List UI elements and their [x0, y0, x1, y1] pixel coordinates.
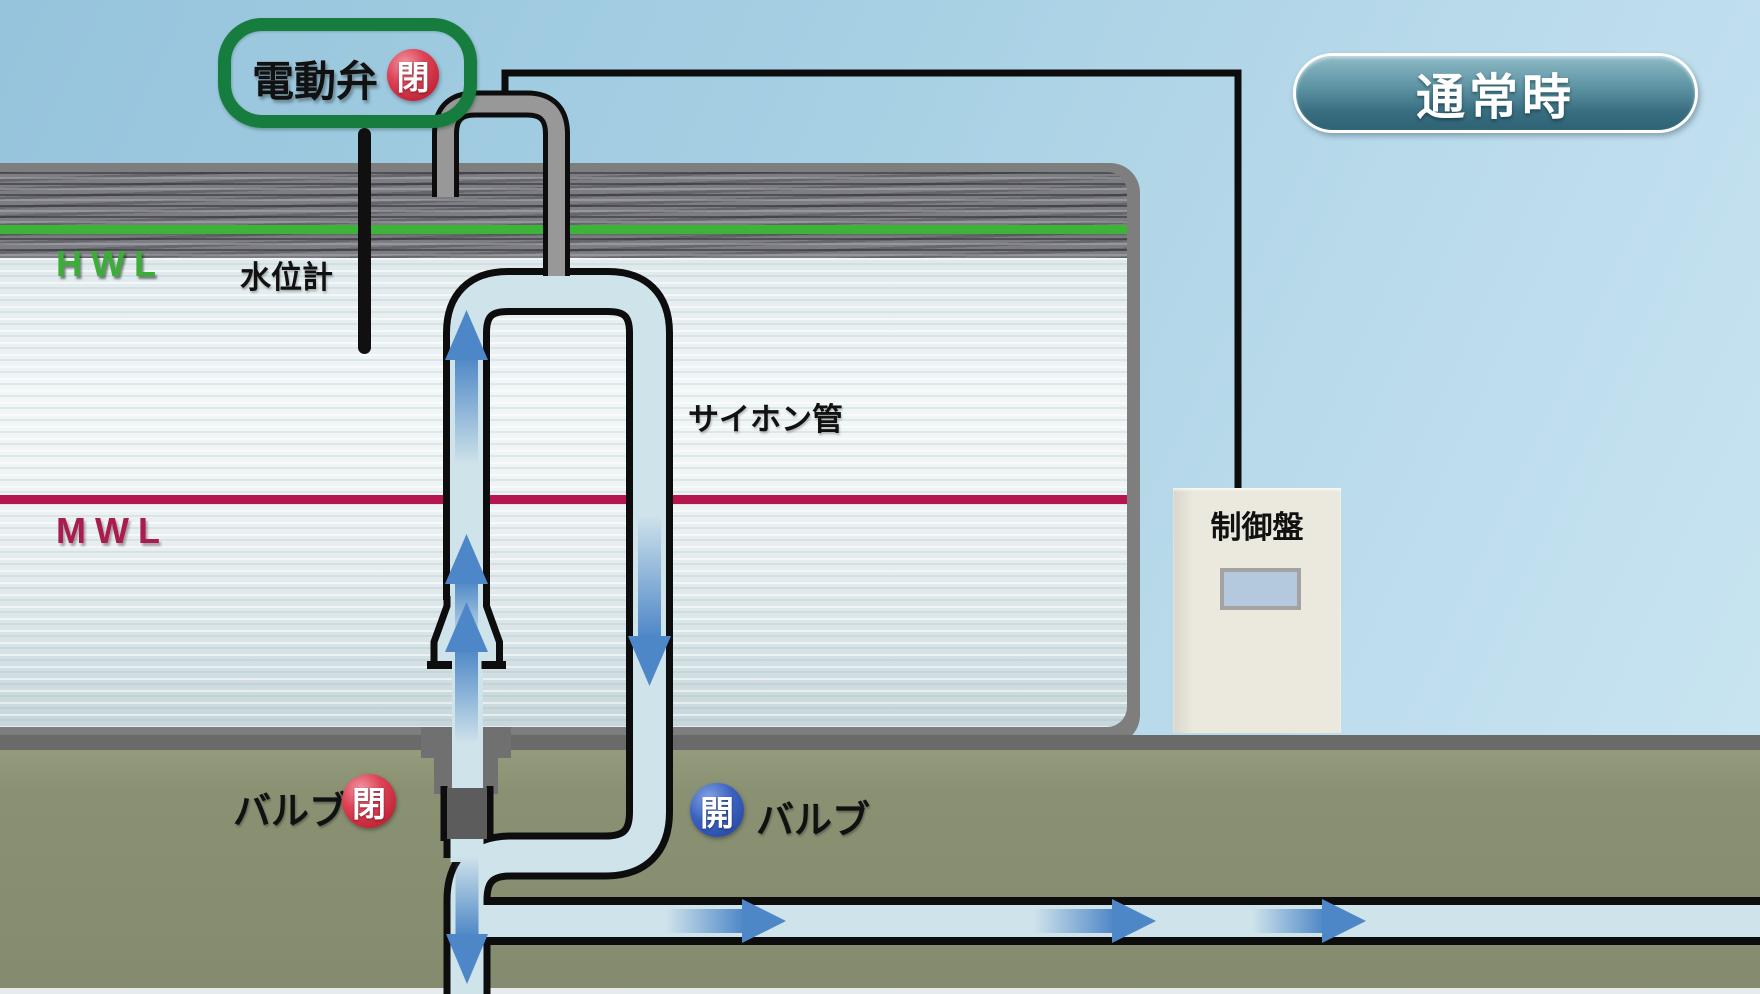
tank-interior [0, 172, 1127, 727]
control-panel-display [1220, 568, 1301, 610]
right-valve-label: バルブ [756, 800, 871, 842]
control-panel-title: 制御盤 [1210, 510, 1304, 545]
hwl-label: HWL [56, 243, 165, 284]
siphon-pipe-label: サイホン管 [688, 402, 843, 437]
flow-arrows [445, 310, 1366, 984]
flow-arrow-down-drain [446, 856, 488, 984]
image-bottom-strip [0, 988, 1760, 994]
flow-arrow-right-2 [1034, 899, 1156, 943]
flow-arrow-up-1 [445, 310, 488, 465]
mwl-line [0, 495, 1127, 504]
flow-arrow-right-3 [1252, 899, 1366, 943]
ground [0, 750, 1760, 988]
motor-valve-callout-box [218, 18, 477, 128]
flow-arrow-right-1 [666, 899, 786, 943]
left-valve-label: バルブ [233, 791, 348, 833]
control-panel: 制御盤 [1173, 488, 1341, 733]
air-vent-pipe [432, 90, 570, 276]
motor-valve-label: 電動弁 [252, 58, 379, 105]
left-valve-closed-badge: 閉 [342, 774, 396, 828]
tank-water [0, 258, 1127, 727]
motor-valve-closed-badge: 閉 [387, 49, 439, 101]
left-valve-body-closed [440, 786, 494, 841]
control-wire [501, 69, 1242, 490]
flow-arrow-down-right-leg [628, 515, 671, 686]
mode-badge: 通常時 [1293, 53, 1698, 133]
mwl-label: MWL [56, 510, 169, 551]
flow-arrow-up-3 [445, 602, 488, 744]
water-level-gauge-label: 水位計 [240, 260, 333, 295]
right-valve-open-badge: 開 [690, 783, 744, 837]
water-level-probe [358, 128, 371, 354]
